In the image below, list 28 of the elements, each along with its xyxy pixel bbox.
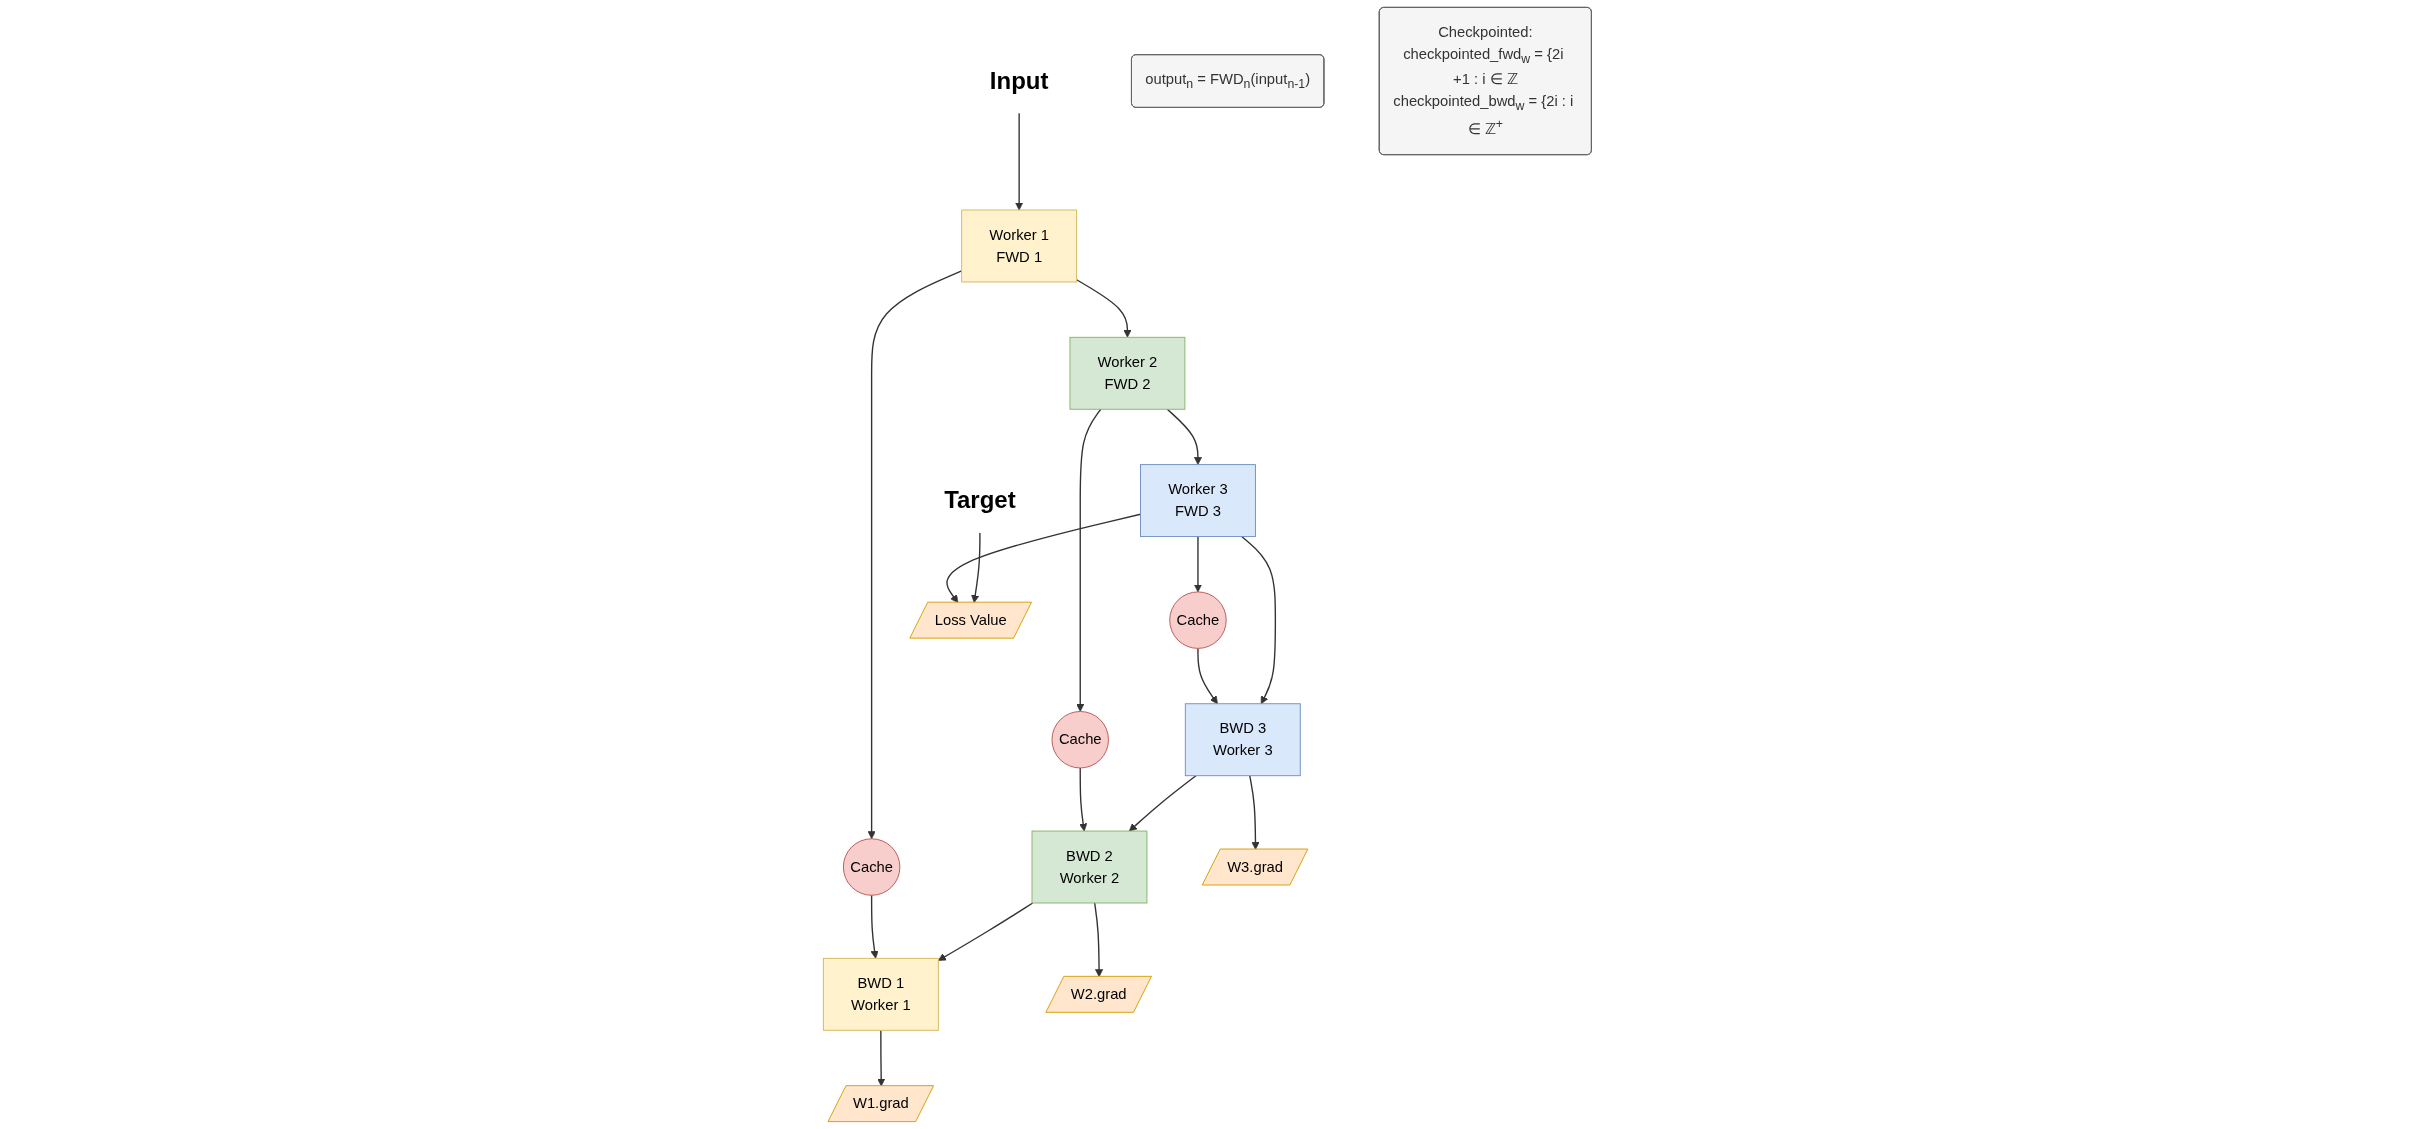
arrow [867,270,962,840]
node-box: Worker 3 FWD 3 [1139,464,1256,537]
arrow [1075,279,1132,338]
arrow [945,513,1141,603]
arrow [870,894,879,959]
node-circle: Cache [842,838,900,896]
node-box: Worker 2 FWD 2 [1069,336,1185,410]
arrow [876,1029,885,1087]
arrow [1166,408,1202,465]
arrow [970,531,981,603]
arrow [1078,767,1087,832]
node-circle: Cache [1168,591,1227,649]
arrow [1128,775,1197,832]
arrow [1196,647,1218,705]
node-box: Worker 1 FWD 1 [960,209,1077,283]
node-text: Input [989,66,1049,95]
node-circle: Cache [1051,711,1109,769]
node-text: Target [943,486,1016,514]
node-box: BWD 3 Worker 3 [1184,703,1301,777]
arrow [1093,902,1103,978]
arrow [1248,775,1260,850]
arrow [1075,408,1102,712]
node-box: BWD 1 Worker 1 [822,957,939,1031]
arrow [937,902,1034,961]
node-box: BWD 2 Worker 2 [1031,830,1147,904]
arrow [1240,535,1276,705]
arrow [1193,535,1202,593]
arrow [1014,112,1023,211]
